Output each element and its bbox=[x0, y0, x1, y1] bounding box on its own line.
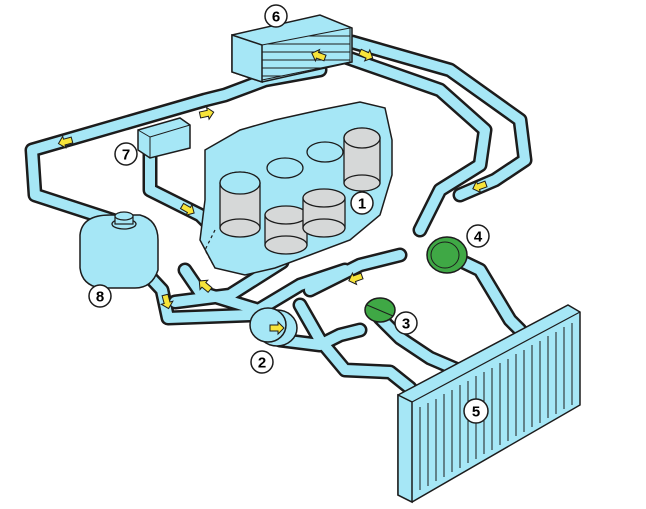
flow-arrow bbox=[179, 202, 195, 216]
engine-block bbox=[199, 101, 393, 276]
flow-arrow bbox=[198, 279, 213, 294]
callout-label: 7 bbox=[122, 147, 130, 164]
pistons bbox=[264, 188, 346, 255]
callout-expansion-tank: 8 bbox=[88, 284, 112, 308]
flow-arrow bbox=[348, 271, 364, 286]
flow-arrow bbox=[269, 320, 285, 336]
radiator bbox=[397, 304, 581, 504]
flow-arrow bbox=[358, 48, 374, 62]
callout-control-unit: 7 bbox=[114, 142, 138, 166]
callout-heater-core: 6 bbox=[264, 4, 288, 28]
callout-water-pump: 2 bbox=[250, 350, 274, 374]
callout-label: 1 bbox=[358, 196, 366, 213]
callout-engine-block: 1 bbox=[350, 191, 374, 215]
callout-label: 8 bbox=[96, 289, 104, 306]
callout-label: 3 bbox=[402, 316, 410, 333]
heater-core bbox=[231, 14, 353, 84]
expansion-tank bbox=[79, 211, 159, 289]
flow-arrow bbox=[159, 293, 174, 310]
flow-arrow bbox=[311, 48, 327, 63]
radiator-valve bbox=[426, 236, 468, 274]
control-unit bbox=[137, 117, 191, 159]
flow-arrow bbox=[57, 134, 74, 149]
thermostat bbox=[364, 297, 396, 323]
flow-arrow bbox=[472, 179, 488, 194]
callout-label: 4 bbox=[474, 229, 483, 246]
flow-arrows bbox=[57, 48, 488, 336]
flow-arrow bbox=[198, 106, 215, 121]
callout-label: 5 bbox=[472, 404, 480, 421]
callout-label: 2 bbox=[258, 355, 266, 372]
callout-label: 6 bbox=[272, 9, 280, 26]
callout-thermostat: 3 bbox=[394, 311, 418, 335]
callout-radiator-valve: 4 bbox=[466, 224, 490, 248]
cylinder-sleeves bbox=[219, 127, 381, 238]
callout-radiator: 5 bbox=[463, 398, 489, 424]
